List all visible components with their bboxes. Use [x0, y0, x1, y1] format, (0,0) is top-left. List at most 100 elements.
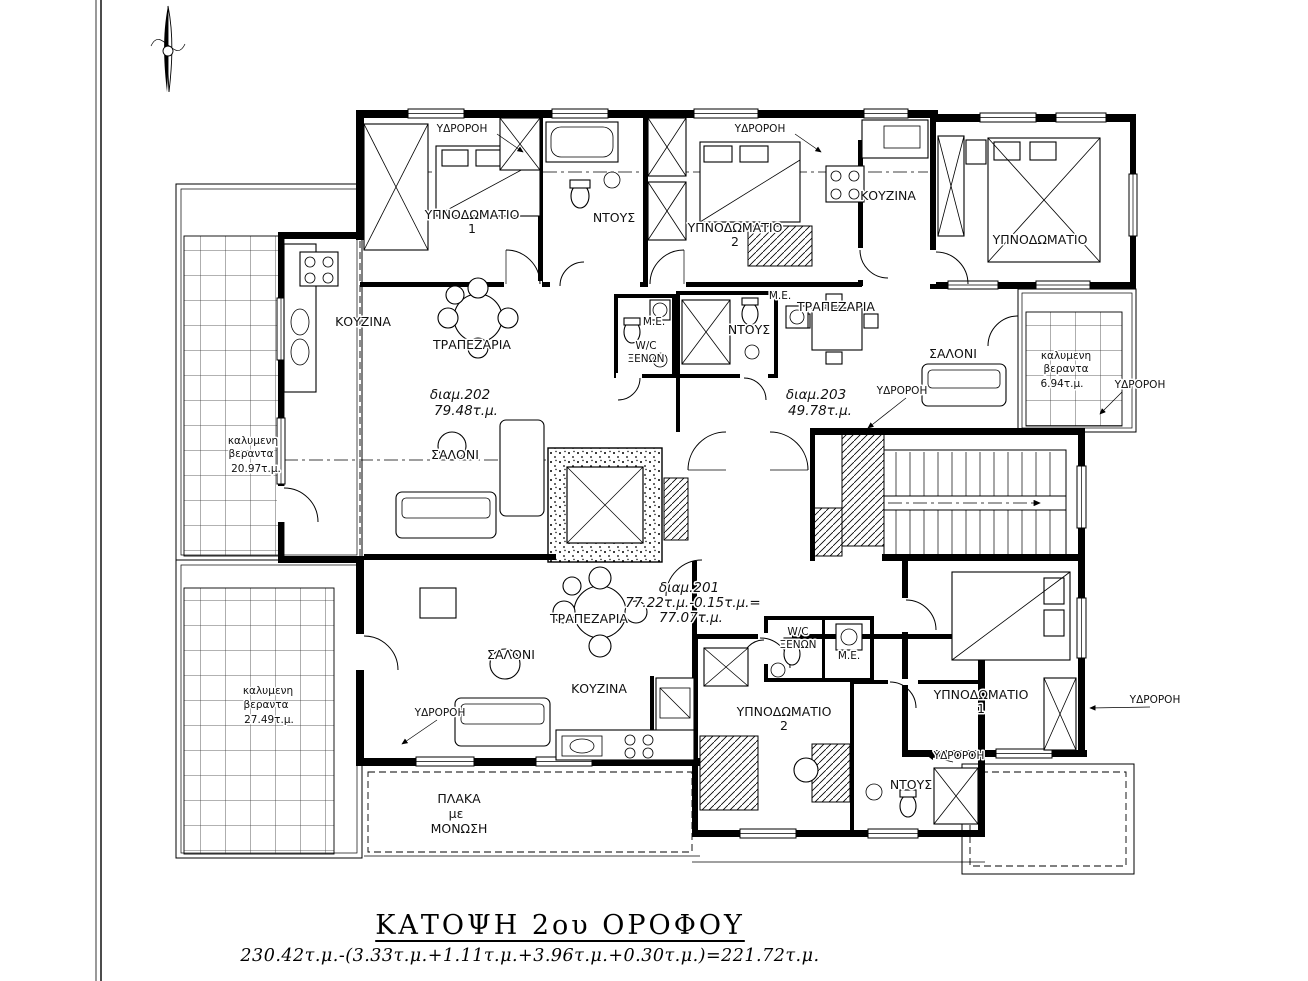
wardrobe	[937, 135, 965, 237]
kitchen-counter	[555, 677, 695, 761]
window	[415, 756, 475, 767]
label-veranda-bl-area: 27.49τ.μ.	[244, 714, 294, 726]
label-ydroroi-right-1: ΥΔΡΟΡΟΗ	[1114, 379, 1166, 391]
label-ntous-202: ΝΤΟΥΣ	[593, 210, 635, 225]
label-me-202: Μ.Ε.	[643, 316, 665, 328]
label-bedroom1-202: ΥΠΝΟΔΩΜΑΤΙΟ	[424, 207, 520, 222]
label-trapezaria-201: ΤΡΑΠΕΖΑΡΙΑ	[549, 611, 628, 626]
window	[276, 417, 286, 485]
dining-table	[552, 566, 648, 658]
window	[551, 108, 609, 119]
window	[1076, 465, 1087, 529]
label-xenon-202: ΞΕΝΩΝ	[627, 353, 664, 365]
label-ydroroi-bottom-right: ΥΔΡΟΡΟΗ	[933, 750, 985, 762]
label-monosi: ΜΟΝΩΣΗ	[431, 821, 488, 836]
kitchen-counter	[825, 119, 929, 203]
bathroom-fixtures	[623, 299, 671, 368]
window	[979, 112, 1037, 123]
label-ydroroi-bottom-left: ΥΔΡΟΡΟΗ	[414, 707, 466, 719]
window	[1128, 173, 1138, 237]
label-wc-202: W/C	[635, 340, 656, 352]
label-apt203-area: 49.78τ.μ.	[788, 403, 852, 419]
label-veranda-tl-1: καλυμενη	[228, 435, 278, 447]
label-apt202-area: 79.48τ.μ.	[434, 403, 498, 419]
bathroom-fixtures	[770, 623, 863, 678]
label-apt201-area: 77.07τ.μ.	[659, 610, 723, 626]
veranda-top-left	[175, 183, 363, 561]
bed	[951, 571, 1071, 661]
sofa	[921, 363, 1007, 407]
sofa	[419, 587, 551, 747]
area-formula: 230.42τ.μ.-(3.33τ.μ.+1.11τ.μ.+3.96τ.μ.+0…	[240, 946, 820, 966]
bed	[965, 137, 1101, 263]
bathroom-fixtures	[681, 297, 809, 365]
label-saloni-202: ΣΑΛΟΝΙ	[431, 447, 479, 462]
window	[947, 280, 999, 290]
hatched-zones	[663, 225, 885, 811]
drawing-title: ΚΑΤΟΨΗ 2ου ΟΡΟΦΟΥ	[375, 910, 745, 941]
label-bedroom1-201: ΥΠΝΟΔΩΜΑΤΙΟ	[933, 687, 1029, 702]
label-bedroom1-201-num: 1	[977, 701, 985, 716]
label-apt201-calc: 77.22τ.μ.-0.15τ.μ.=	[625, 595, 761, 611]
label-bedroom2-202-num: 2	[731, 234, 739, 249]
bathroom-fixtures	[865, 767, 979, 825]
label-ntous-201: ΝΤΟΥΣ	[890, 777, 932, 792]
label-ydroroi-203: ΥΔΡΟΡΟΗ	[876, 385, 928, 397]
label-me-201: Μ.Ε.	[838, 650, 860, 662]
north-arrow	[150, 5, 186, 93]
window	[693, 108, 759, 119]
label-ntous-203: ΝΤΟΥΣ	[728, 322, 770, 337]
label-trapezaria-203: ΤΡΑΠΕΖΑΡΙΑ	[796, 299, 875, 314]
label-kouzina-203: ΚΟΥΖΙΝΑ	[860, 188, 916, 203]
label-veranda-right-1: καλυμενη	[1041, 350, 1091, 362]
label-apt203-id: διαμ.203	[786, 387, 846, 403]
label-bedroom1-202-num: 1	[468, 221, 476, 236]
label-bedroom-203: ΥΠΝΟΔΩΜΑΤΙΟ	[992, 232, 1088, 247]
labels: ΥΔΡΟΡΟΗ ΥΔΡΟΡΟΗ ΥΠΝΟΔΩΜΑΤΙΟ 1 ΝΤΟΥΣ ΥΠΝΟ…	[226, 122, 1181, 838]
kitchen-counter	[283, 243, 339, 393]
window	[407, 108, 465, 119]
label-bedroom2-201: ΥΠΝΟΔΩΜΑΤΙΟ	[736, 704, 832, 719]
dining-table	[437, 277, 519, 359]
wardrobe	[647, 117, 687, 241]
label-veranda-bl-2: βεραντα	[243, 699, 288, 711]
window	[1035, 280, 1091, 290]
fixtures	[283, 119, 979, 825]
furniture	[363, 117, 1101, 783]
label-ydroroi-top-mid: ΥΔΡΟΡΟΗ	[734, 123, 786, 135]
window	[1055, 112, 1107, 123]
label-veranda-tl-area: 20.97τ.μ.	[231, 463, 281, 475]
label-apt201-id: διαμ.201	[659, 580, 719, 596]
wardrobe	[363, 123, 429, 251]
label-bedroom2-202: ΥΠΝΟΔΩΜΑΤΙΟ	[687, 220, 783, 235]
window	[863, 108, 909, 119]
label-ydroroi-top-left: ΥΔΡΟΡΟΗ	[436, 123, 488, 135]
window	[867, 828, 919, 839]
doors	[283, 249, 1019, 709]
label-apt202-id: διαμ.202	[430, 387, 490, 403]
label-trapezaria-202: ΤΡΑΠΕΖΑΡΙΑ	[432, 337, 511, 352]
label-wc-201: W/C	[787, 626, 808, 638]
window	[739, 828, 797, 839]
label-veranda-right-area: 6.94τ.μ.	[1040, 378, 1083, 390]
label-bedroom2-201-num: 2	[780, 718, 788, 733]
label-veranda-bl-1: καλυμενη	[243, 685, 293, 697]
sheet-border	[95, 0, 102, 981]
label-kouzina-201: ΚΟΥΖΙΝΑ	[571, 681, 627, 696]
staircase	[883, 449, 1067, 557]
label-saloni-201: ΣΑΛΟΝΙ	[487, 647, 535, 662]
window	[1076, 597, 1087, 659]
window	[995, 748, 1053, 759]
label-veranda-tl-2: βεραντα	[228, 448, 273, 460]
side-table	[703, 647, 819, 783]
windows	[276, 108, 1138, 839]
label-xenon-201: ΞΕΝΩΝ	[779, 639, 816, 651]
label-ydroroi-right-2: ΥΔΡΟΡΟΗ	[1129, 694, 1181, 706]
sofa	[395, 419, 545, 539]
walls-interior	[360, 116, 980, 832]
elevator	[547, 447, 663, 563]
bathroom-fixtures	[545, 121, 621, 209]
leader-arrows	[401, 133, 1151, 763]
